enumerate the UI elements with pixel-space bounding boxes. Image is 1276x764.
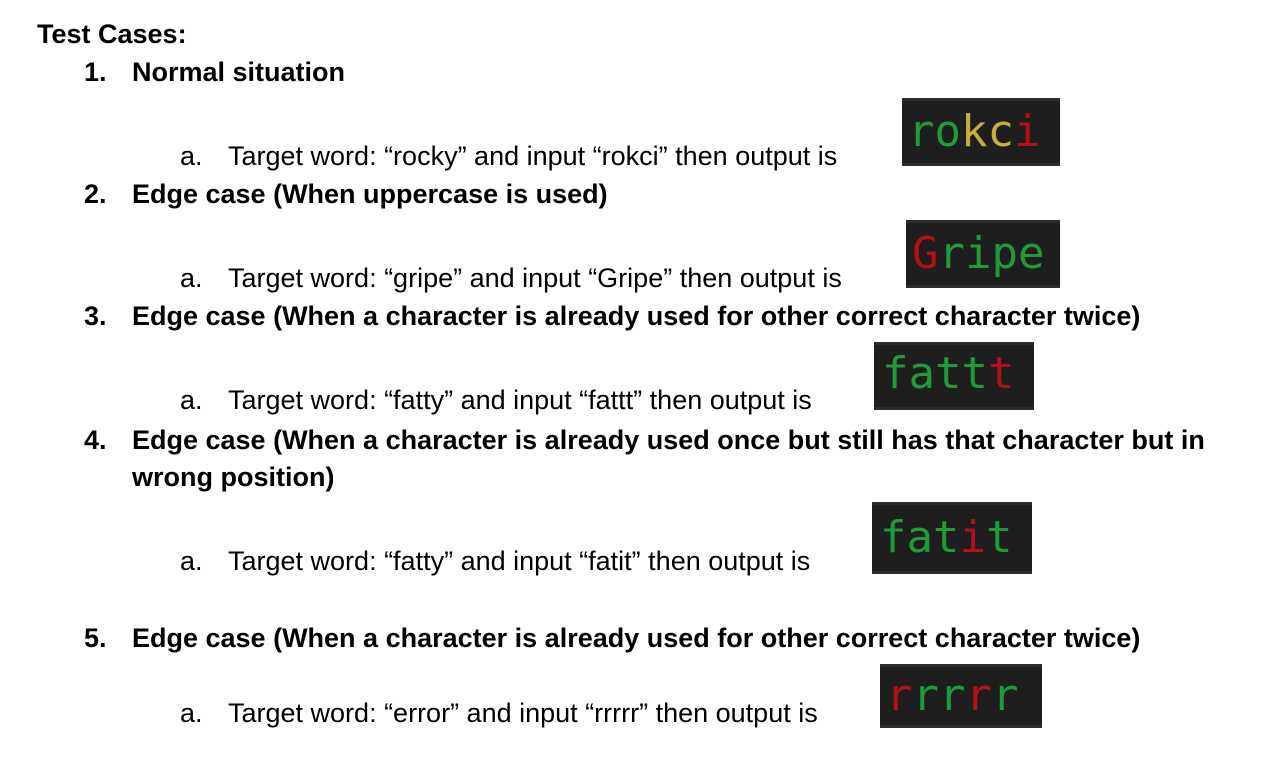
output-char: r	[886, 670, 913, 721]
case-2-detail: a. Target word: “gripe” and input “Gripe”…	[180, 262, 842, 294]
output-screenshot-2: Gripe	[906, 220, 1060, 288]
output-char: t	[933, 512, 960, 563]
case-title: Edge case (When a character is already u…	[132, 425, 1205, 492]
output-char: o	[934, 106, 962, 157]
output-char: i	[959, 512, 987, 563]
output-char: i	[1014, 106, 1041, 157]
output-char: e	[1018, 228, 1045, 279]
output-char: r	[908, 106, 935, 157]
case-3-detail: a. Target word: “fatty” and input “fattt”…	[180, 384, 812, 416]
sub-letter: a.	[180, 546, 203, 576]
sub-letter: a.	[180, 263, 203, 293]
output-char: t	[935, 348, 962, 399]
case-number: 1.	[84, 57, 107, 87]
output-char: t	[961, 348, 989, 399]
sub-text: Target word: “fatty” and input “fatit” t…	[228, 546, 811, 576]
case-number: 5.	[84, 623, 107, 653]
case-title: Normal situation	[132, 57, 346, 87]
output-screenshot-4: fatit	[872, 502, 1032, 574]
case-1-detail: a. Target word: “rocky” and input “rokci”…	[180, 140, 837, 172]
output-char: r	[938, 228, 966, 279]
output-char: t	[986, 512, 1013, 563]
sub-text: Target word: “rocky” and input “rokci” t…	[228, 141, 838, 171]
sub-text: Target word: “error” and input “rrrrr” t…	[228, 698, 818, 728]
output-char: f	[882, 348, 909, 399]
output-screenshot-1: rokci	[902, 98, 1060, 166]
case-title: Edge case (When a character is already u…	[132, 623, 1141, 653]
case-title: Edge case (When uppercase is used)	[132, 179, 608, 209]
output-char: t	[988, 348, 1015, 399]
sub-letter: a.	[180, 141, 203, 171]
sub-letter: a.	[180, 385, 203, 415]
sub-letter: a.	[180, 698, 203, 728]
output-char: r	[965, 670, 993, 721]
output-char: r	[992, 670, 1019, 721]
case-number: 4.	[84, 425, 107, 455]
output-char: p	[991, 228, 1019, 279]
sub-text: Target word: “gripe” and input “Gripe” t…	[228, 263, 842, 293]
output-char: f	[880, 512, 907, 563]
output-char: G	[912, 228, 939, 279]
output-char: k	[961, 106, 988, 157]
case-5-detail: a. Target word: “error” and input “rrrrr”…	[180, 697, 818, 729]
case-4-detail: a. Target word: “fatty” and input “fatit”…	[180, 545, 810, 577]
case-title: Edge case (When a character is already u…	[132, 301, 1141, 331]
page-title: Test Cases:	[37, 19, 187, 49]
output-char: a	[908, 348, 936, 399]
output-screenshot-3: fattt	[874, 342, 1034, 410]
output-char: i	[965, 228, 992, 279]
output-char: r	[912, 670, 940, 721]
output-char: a	[906, 512, 934, 563]
sub-text: Target word: “fatty” and input “fattt” t…	[228, 385, 812, 415]
case-number: 3.	[84, 301, 107, 331]
output-screenshot-5: rrrrr	[880, 664, 1042, 728]
output-char: r	[939, 670, 966, 721]
case-number: 2.	[84, 179, 107, 209]
output-char: c	[987, 106, 1015, 157]
